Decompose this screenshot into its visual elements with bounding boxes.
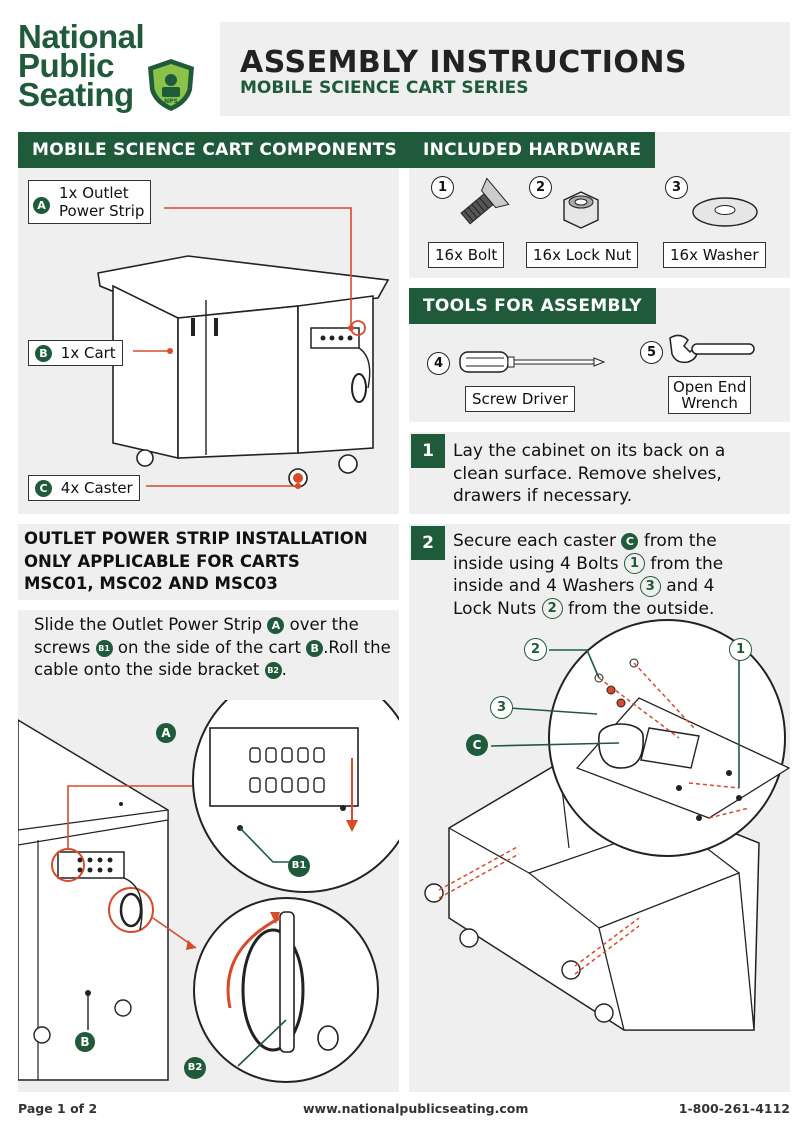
step2-callout-1: 1 (729, 638, 752, 661)
tool-num-4: 4 (427, 352, 450, 375)
component-c-label: C 4x Caster (28, 475, 140, 501)
screwdriver-icon (459, 351, 606, 373)
step2-callout-3: 3 (490, 696, 513, 719)
svg-text:NPS: NPS (164, 98, 178, 105)
hardware-num-1: 1 (431, 176, 454, 199)
hardware-header: INCLUDED HARDWARE (409, 132, 656, 168)
power-strip-header: OUTLET POWER STRIP INSTALLATION ONLY APP… (24, 529, 368, 593)
badge-b2: B2 (264, 662, 282, 679)
hardware-num-3: 3 (665, 176, 688, 199)
power-strip-header-panel (18, 524, 399, 600)
badge-a: A (267, 617, 285, 634)
step2-callout-c: C (466, 734, 488, 756)
tool-label-wrench: Open End Wrench (668, 376, 752, 414)
badge-b1: B1 (95, 639, 113, 657)
tools-header: TOOLS FOR ASSEMBLY (409, 288, 656, 324)
washer-icon (692, 197, 758, 227)
step-1-text: Lay the cabinet on its back on a clean s… (453, 441, 726, 506)
component-a-badge: A (33, 197, 50, 214)
callout-b2: B2 (184, 1057, 206, 1079)
step-1-number: 1 (411, 434, 445, 468)
step-1-panel (409, 432, 790, 514)
page-subtitle: MOBILE SCIENCE CART SERIES (240, 78, 529, 98)
page-title: ASSEMBLY INSTRUCTIONS (240, 45, 688, 80)
step-2-number: 2 (411, 526, 445, 560)
shield-logo-icon: NPS (148, 59, 194, 111)
cart-illustration (97, 207, 390, 489)
component-a-label: A 1x Outlet Power Strip (28, 180, 152, 224)
callout-b1: B1 (288, 855, 310, 877)
footer-page: Page 1 of 2 (18, 1101, 98, 1116)
power-strip-text: Slide the Outlet Power Strip A over the … (34, 615, 391, 679)
power-strip-illustration (18, 700, 399, 1083)
tool-num-5: 5 (640, 341, 663, 364)
component-b-badge: B (35, 345, 52, 362)
footer-url[interactable]: www.nationalpublicseating.com (303, 1101, 529, 1116)
step2-callout-2: 2 (524, 638, 547, 661)
lock-nut-icon (563, 191, 599, 229)
components-header: MOBILE SCIENCE CART COMPONENTS (18, 132, 412, 168)
hardware-num-2: 2 (529, 176, 552, 199)
hardware-label-bolt: 16x Bolt (428, 242, 505, 268)
badge-b: B (306, 639, 324, 657)
step-2-text: Secure each caster C from the inside usi… (453, 531, 724, 619)
hardware-label-lock-nut: 16x Lock Nut (526, 242, 639, 268)
tool-label-screwdriver: Screw Driver (465, 386, 576, 412)
footer-phone[interactable]: 1-800-261-4112 (678, 1101, 790, 1116)
component-b-label: B 1x Cart (28, 340, 123, 366)
callout-a: A (156, 723, 176, 743)
caster-install-illustration (424, 619, 790, 1031)
callout-b: B (75, 1032, 95, 1052)
bolt-icon (460, 177, 510, 225)
hardware-label-washer: 16x Washer (663, 242, 766, 268)
wrench-icon (669, 334, 755, 364)
brand-logo: National Public Seating NPS (18, 18, 208, 114)
component-c-badge: C (35, 480, 52, 497)
title-banner: ASSEMBLY INSTRUCTIONS MOBILE SCIENCE CAR… (220, 22, 790, 116)
logo-text: National Public Seating (18, 18, 145, 113)
